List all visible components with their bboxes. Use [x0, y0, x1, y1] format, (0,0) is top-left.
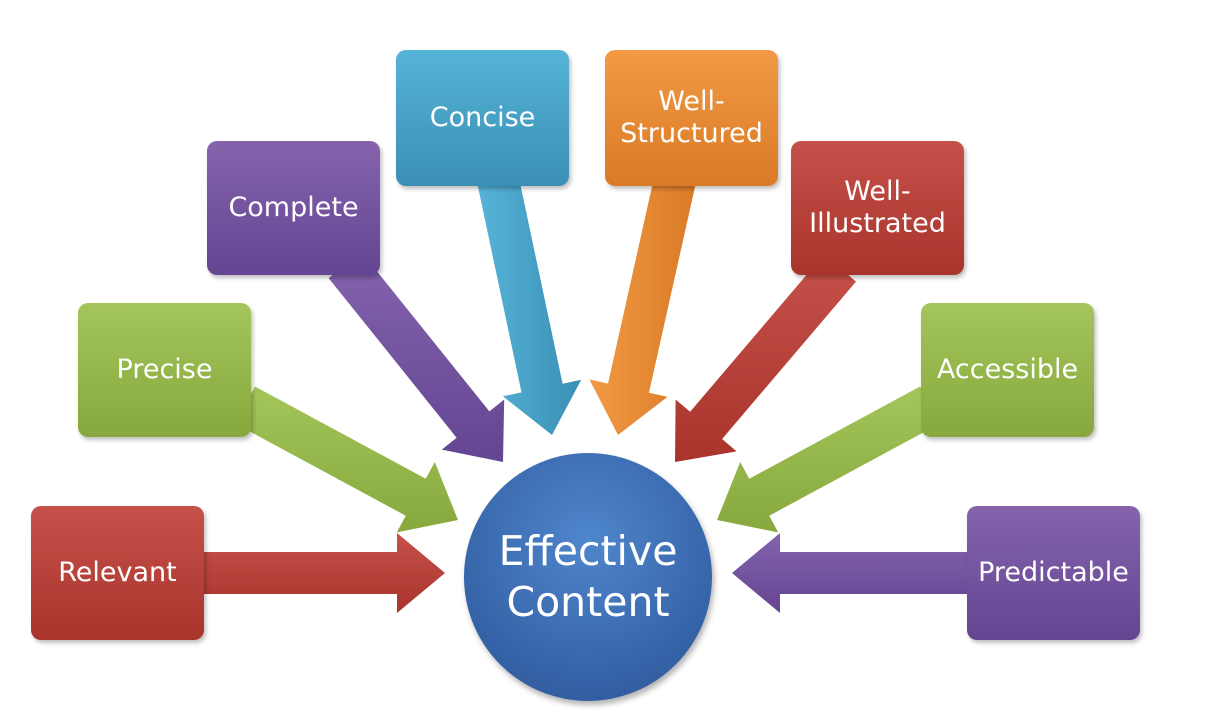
center-circle-effective-content: Effective Content — [464, 453, 712, 701]
arrow-precise — [235, 386, 458, 533]
attribute-box-concise: Concise — [396, 50, 569, 186]
attribute-box-relevant: Relevant — [31, 506, 204, 640]
arrow-accessible — [717, 386, 940, 533]
attribute-label-predictable: Predictable — [978, 556, 1129, 588]
arrow-well-illustrated — [675, 254, 856, 462]
attribute-box-predictable: Predictable — [967, 506, 1140, 640]
center-label-line1: Effective — [498, 526, 678, 575]
arrow-relevant — [195, 533, 445, 613]
arrow-well-structured — [589, 175, 696, 435]
attribute-box-well-illustrated: Well- Illustrated — [791, 141, 964, 275]
attribute-label-well-illustrated-line2: Illustrated — [809, 208, 946, 239]
attribute-label-well-structured-line1: Well- — [658, 85, 725, 117]
attribute-label-concise: Concise — [429, 101, 536, 133]
arrow-concise — [477, 175, 582, 435]
attribute-label-well-illustrated-line1: Well- — [844, 175, 911, 207]
center-label-line2: Content — [506, 578, 670, 626]
attribute-box-accessible: Accessible — [921, 303, 1094, 437]
attribute-box-complete: Complete — [207, 141, 380, 275]
attribute-label-well-structured-line2: Structured — [620, 118, 763, 149]
attribute-label-accessible: Accessible — [936, 353, 1079, 385]
attribute-box-well-structured: Well- Structured — [605, 50, 778, 186]
attribute-label-complete: Complete — [228, 191, 359, 223]
arrow-complete — [328, 251, 505, 462]
attribute-label-relevant: Relevant — [58, 556, 177, 588]
attribute-label-precise: Precise — [116, 353, 213, 385]
attribute-box-precise: Precise — [78, 303, 251, 437]
arrow-predictable — [732, 533, 978, 613]
